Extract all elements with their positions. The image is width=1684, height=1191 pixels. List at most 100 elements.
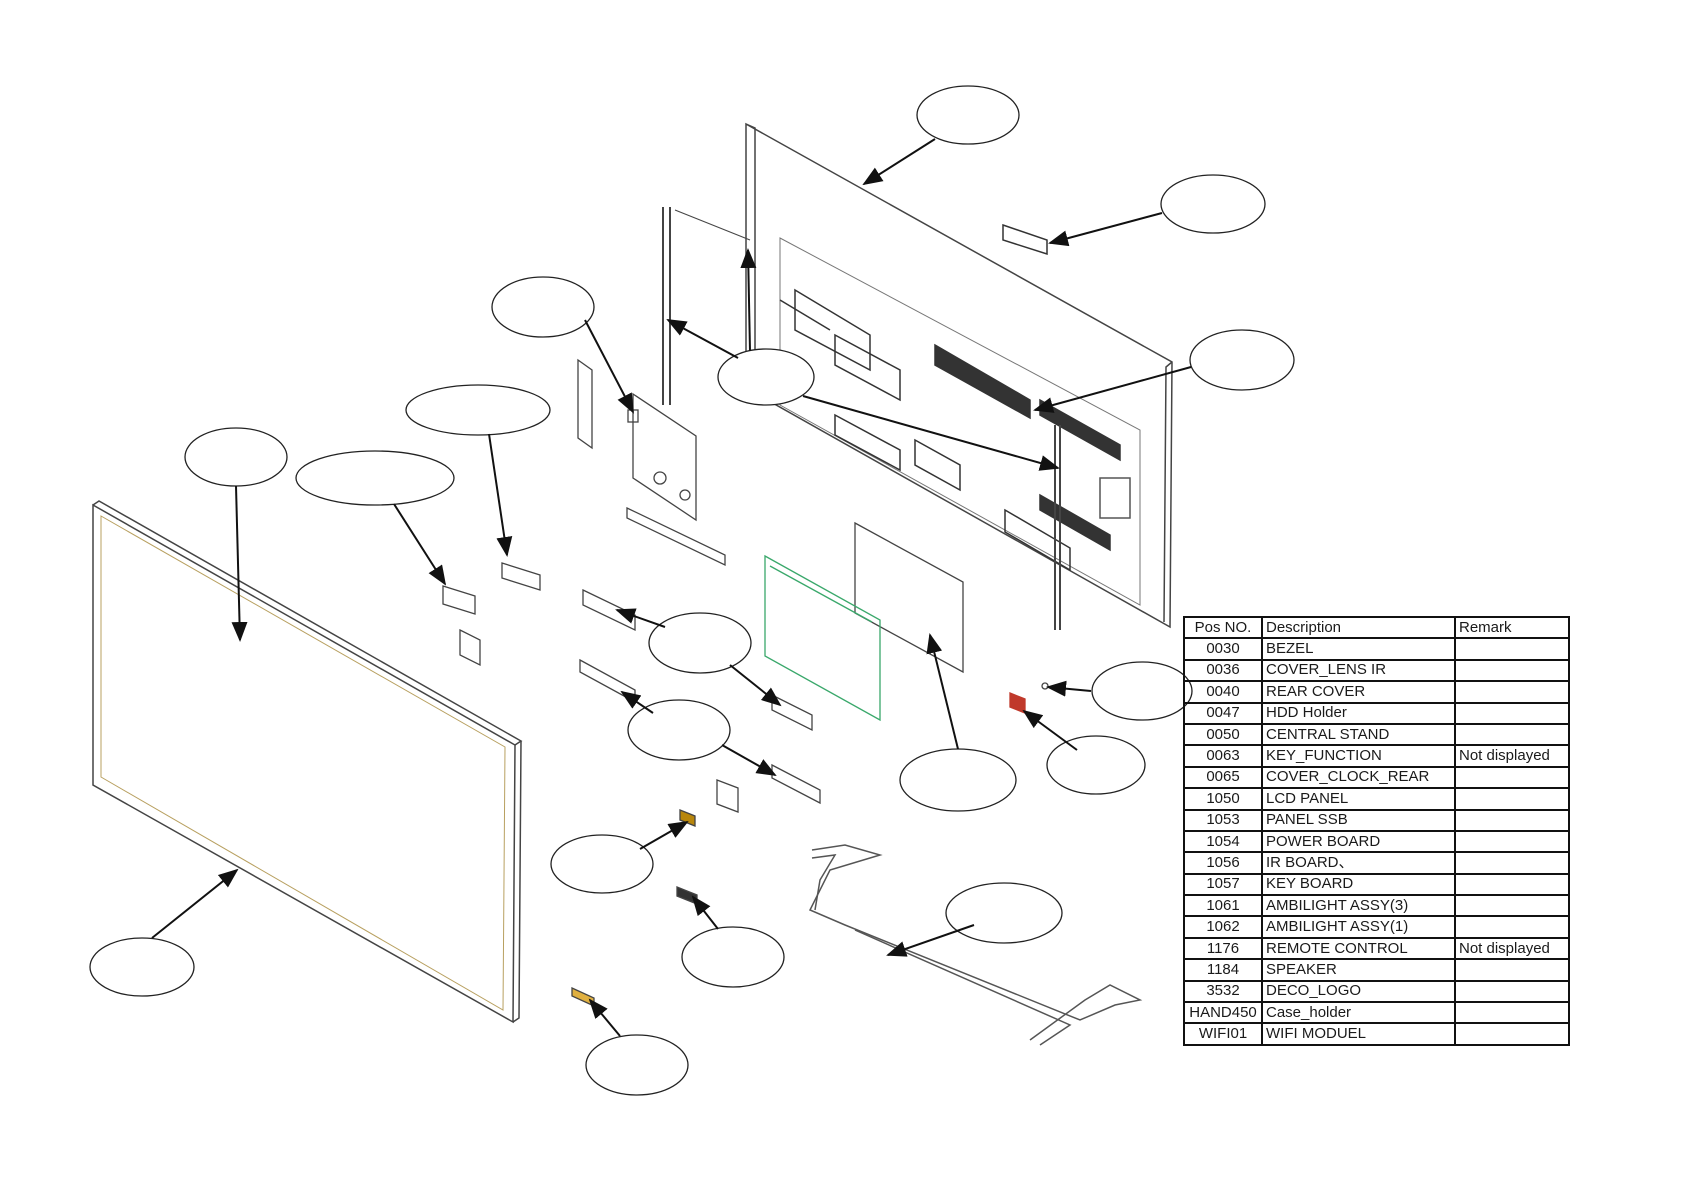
leader-arrow	[393, 503, 447, 586]
pos-number-cell: 1176	[1183, 936, 1263, 961]
leader-arrow	[862, 138, 936, 186]
callout-bubble	[295, 450, 455, 506]
small-parts	[442, 562, 1049, 1008]
pos-number-cell: WIFI01	[1183, 1022, 1263, 1046]
ambilight-strips	[662, 207, 1061, 630]
pos-number-cell: 0050	[1183, 722, 1263, 747]
lcd-panel-part	[92, 500, 523, 1024]
pos-number-cell: 1050	[1183, 787, 1263, 811]
leader-arrow	[231, 485, 248, 642]
leader-arrow	[721, 744, 777, 776]
pos-number-cell: 1057	[1183, 872, 1263, 897]
description-cell: KEY BOARD	[1261, 872, 1456, 897]
remark-cell	[1454, 979, 1570, 1004]
column-header-pos: Pos NO.	[1183, 615, 1263, 640]
remark-cell	[1454, 958, 1570, 982]
table-header-row: Pos NO. Description Remark	[1183, 615, 1570, 640]
description-cell: DECO_LOGO	[1261, 979, 1456, 1004]
pos-number-cell: 0040	[1183, 680, 1263, 704]
leader-arrow	[615, 608, 666, 628]
leader-arrows	[151, 138, 1192, 1037]
callout-bubbles	[89, 85, 1295, 1096]
pos-number-cell: 1054	[1183, 829, 1263, 854]
leader-arrow	[151, 868, 239, 939]
remark-cell	[1454, 658, 1570, 683]
pos-number-cell: 0047	[1183, 701, 1263, 725]
description-cell: REMOTE CONTROL	[1261, 936, 1456, 961]
callout-bubble	[1160, 174, 1266, 234]
leader-arrow	[1048, 212, 1163, 247]
remark-cell	[1454, 1022, 1570, 1046]
remark-cell	[1454, 722, 1570, 747]
pos-number-cell: 1056	[1183, 851, 1263, 875]
remark-cell	[1454, 851, 1570, 875]
description-cell: SPEAKER	[1261, 958, 1456, 982]
leader-arrow	[1046, 680, 1092, 697]
pos-number-cell: 1053	[1183, 808, 1263, 832]
description-cell: IR BOARD、	[1261, 851, 1456, 875]
callout-bubble	[585, 1034, 689, 1096]
remark-cell	[1454, 765, 1570, 790]
leader-arrow	[886, 924, 975, 957]
leader-arrow	[488, 433, 513, 557]
description-cell: REAR COVER	[1261, 680, 1456, 704]
pos-number-cell: 0063	[1183, 744, 1263, 768]
description-cell: PANEL SSB	[1261, 808, 1456, 832]
pos-number-cell: 1184	[1183, 958, 1263, 982]
callout-bubble	[405, 384, 551, 436]
pos-number-cell: 3532	[1183, 979, 1263, 1004]
power-board-part	[764, 521, 964, 722]
remark-cell	[1454, 915, 1570, 939]
callout-bubble	[916, 85, 1020, 145]
remark-cell	[1454, 787, 1570, 811]
pos-number-cell: 0030	[1183, 637, 1263, 661]
description-cell: LCD PANEL	[1261, 787, 1456, 811]
cover-clock-part	[1002, 223, 1048, 256]
remark-cell	[1454, 894, 1570, 918]
callout-bubble	[184, 427, 288, 487]
description-cell: Case_holder	[1261, 1001, 1456, 1025]
callout-bubble	[648, 612, 752, 674]
description-cell: COVER_CLOCK_REAR	[1261, 765, 1456, 790]
remark-cell	[1454, 829, 1570, 854]
leader-arrow	[691, 895, 719, 930]
central-stand-part	[808, 844, 1143, 1046]
callout-bubble	[717, 348, 815, 406]
description-cell: CENTRAL STAND	[1261, 722, 1456, 747]
description-cell: WIFI MODUEL	[1261, 1022, 1456, 1046]
leader-arrow	[584, 319, 634, 414]
remark-cell	[1454, 808, 1570, 832]
callout-bubble	[627, 699, 731, 761]
callout-bubble	[1189, 329, 1295, 391]
description-cell: AMBILIGHT ASSY(3)	[1261, 894, 1456, 918]
callout-bubble	[89, 937, 195, 997]
callout-bubble	[899, 748, 1017, 812]
callout-bubble	[1046, 735, 1146, 795]
callout-bubble	[681, 926, 785, 988]
callout-bubble	[1091, 661, 1193, 721]
pos-number-cell: 0036	[1183, 658, 1263, 683]
column-header-description: Description	[1261, 615, 1456, 640]
pos-number-cell: 1062	[1183, 915, 1263, 939]
pos-number-cell: HAND450	[1183, 1001, 1263, 1025]
